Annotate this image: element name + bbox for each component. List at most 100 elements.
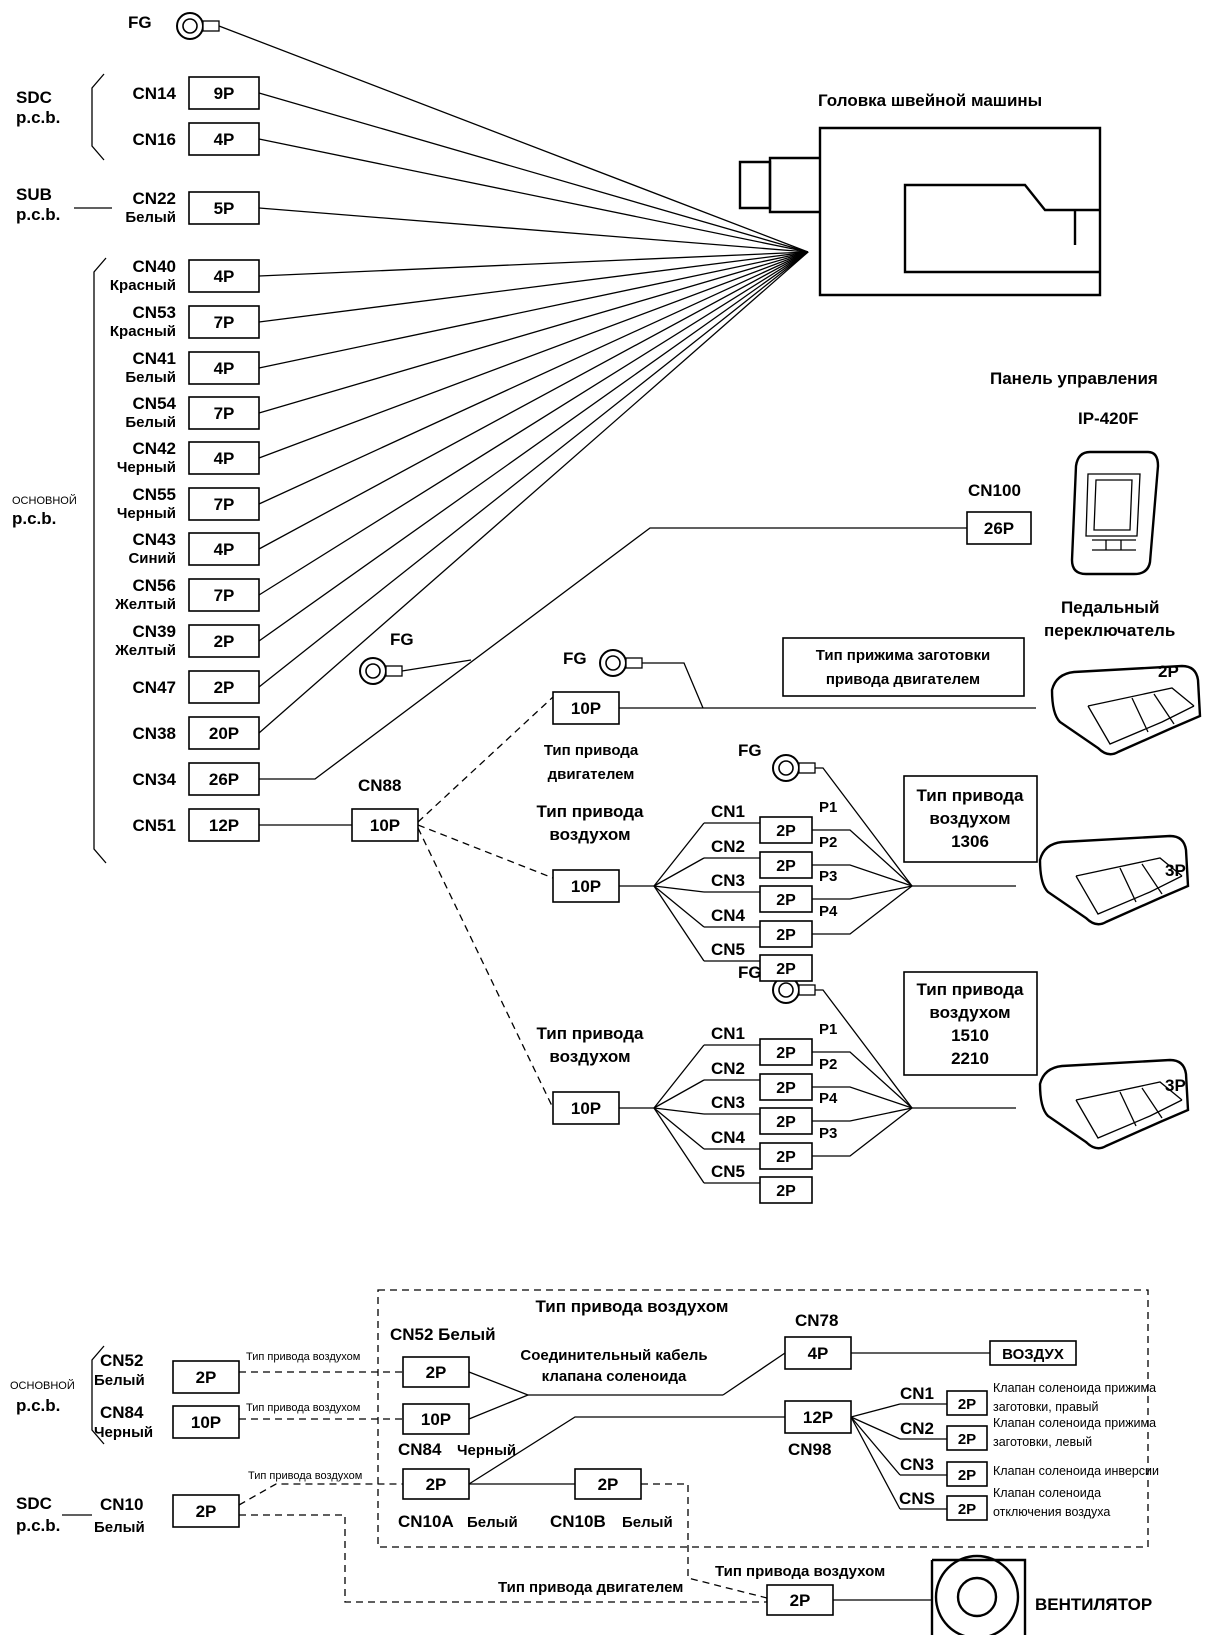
- ring-outer: [772, 754, 800, 782]
- sewing-head-motor: [768, 156, 820, 214]
- valve-connector-cns: 2P: [946, 1495, 988, 1521]
- wire-cn42: [258, 251, 809, 459]
- connector-id-cn53: CN53: [133, 303, 176, 322]
- air2-type-box: [903, 971, 1038, 1076]
- connector-box-frame: [552, 869, 620, 903]
- connector-color-cn40: Красный: [110, 277, 176, 294]
- connector-box-cn22: 5P: [188, 191, 260, 225]
- connector-pin-count: 10P: [370, 816, 400, 835]
- connector-pin-count: 2P: [958, 1467, 976, 1484]
- air1-branch-cn1: CN1: [711, 802, 745, 821]
- connector-box-frame: [188, 396, 260, 430]
- motor-fg-wire: [642, 662, 704, 709]
- panel-screen-inner: [1093, 479, 1133, 531]
- connector-box-air2-cn4: 2P: [759, 1142, 813, 1170]
- fan-icon: [934, 1554, 1020, 1635]
- connector-box-cn51: 12P: [188, 808, 260, 842]
- pedal-switch-2p-icon-split: [1131, 697, 1149, 733]
- connector-pin-count: 4P: [808, 1344, 829, 1363]
- connector-pin-count: 2P: [196, 1502, 217, 1521]
- fg-ring-terminal-icon: [599, 649, 643, 677]
- connector-box-frame: [188, 670, 260, 704]
- valve-connector-cn1: 2P: [946, 1390, 988, 1416]
- air2-branch-wire: [653, 1107, 705, 1150]
- air1-title: Тип привода: [537, 802, 644, 821]
- connector-box-frame: [946, 1495, 988, 1521]
- connector-pin-count: 7P: [214, 313, 235, 332]
- air1-branch-cn3: CN3: [711, 871, 745, 890]
- connector-box-cn39: 2P: [188, 624, 260, 658]
- bottom-main-pcb: ОСНОВНОЙ: [10, 1379, 75, 1392]
- dash-cn10-air: [238, 1483, 403, 1506]
- connector-pin-count: 2P: [196, 1368, 217, 1387]
- air2-branch-cn1: CN1: [711, 1024, 745, 1043]
- bottom-sdc-pcb: SDC: [16, 1494, 52, 1513]
- dash-to-air1: [417, 824, 554, 879]
- ring-inner: [778, 982, 794, 998]
- panel-body: [1070, 450, 1160, 576]
- air2-branch-wire: [653, 1044, 705, 1109]
- air2-branch-cn5: CN5: [711, 1162, 745, 1181]
- pedal-title: Педальный: [1061, 598, 1159, 617]
- connector-box-air1-cn2: 2P: [759, 851, 813, 879]
- panel-title: Панель управления: [990, 369, 1158, 388]
- connector-id-cn41: CN41: [133, 349, 176, 368]
- connector-box-air1-cn1: 2P: [759, 816, 813, 844]
- connector-box-motor: 10P: [552, 691, 620, 725]
- air2-type-text: Тип привода: [917, 980, 1024, 999]
- sub-pcb-label: SUB: [16, 185, 52, 204]
- sdc-bracket: [91, 73, 105, 161]
- air1-type-text: воздухом: [929, 809, 1010, 828]
- connector-id-cn14: CN14: [133, 84, 177, 103]
- connector-box-frame: [351, 808, 419, 842]
- air1-pin-p1: P1: [819, 799, 837, 816]
- air2-branch-cn4: CN4: [711, 1128, 746, 1147]
- connector-id-cn40: CN40: [133, 257, 176, 276]
- connector-box-frame: [188, 578, 260, 612]
- connector-box-cn47: 2P: [188, 670, 260, 704]
- fan-housing: [932, 1558, 1027, 1635]
- pedal-switch-3p-icon-split: [1141, 1087, 1163, 1119]
- connector-box-air2-cn1: 2P: [759, 1038, 813, 1066]
- pedal-switch-3p-icon-split: [1119, 1091, 1137, 1127]
- connector-pin-count: 2P: [958, 1431, 976, 1448]
- connector-box-air2-cn3: 2P: [759, 1107, 813, 1135]
- main-pcb-label: ОСНОВНОЙ: [12, 494, 77, 507]
- wire-cn53: [258, 251, 809, 323]
- pedal-switch-2p-icon-body: [1050, 664, 1202, 756]
- connector-pin-count: 2P: [776, 1045, 796, 1062]
- motor-clamp-type-text: Тип прижима заготовки: [816, 647, 990, 664]
- inner-cn10b-color: Белый: [622, 1514, 673, 1531]
- fg-ring-terminal-icon: [176, 12, 220, 40]
- air1-branch-wire: [653, 885, 705, 928]
- connector-box-frame: [759, 1142, 813, 1170]
- air1-fg-label: FG: [738, 741, 762, 760]
- connector-color-cn54: Белый: [125, 414, 176, 431]
- fan-connector: 2P: [766, 1584, 834, 1616]
- connector-pin-count: 2P: [776, 961, 796, 978]
- air1-type-text: Тип привода: [917, 786, 1024, 805]
- bottom-connector-cn84: 10P: [172, 1405, 240, 1439]
- pedal-title: переключатель: [1044, 621, 1175, 640]
- air1-branch-cn5: CN5: [711, 940, 745, 959]
- connector-pin-count: 4P: [214, 267, 235, 286]
- air1-p-wire: [812, 829, 913, 887]
- connector-box-cn14: 9P: [188, 76, 260, 110]
- air1-p-wire: [812, 885, 913, 900]
- fan-label: ВЕНТИЛЯТОР: [1035, 1595, 1152, 1614]
- main-bracket: [93, 257, 107, 864]
- bottom-cn52-color: Белый: [94, 1372, 145, 1389]
- connector-id-cn22: CN22: [133, 189, 176, 208]
- connector-box-cn78: 4P: [784, 1336, 852, 1370]
- connector-box-frame: [574, 1468, 642, 1500]
- sdc-pcb-label: SDC: [16, 88, 52, 107]
- air2-type-text: 1510: [951, 1026, 989, 1045]
- connector-box-frame: [966, 511, 1032, 545]
- air2-pedal-pins: 3P: [1165, 1076, 1186, 1095]
- connector-box-air1-cn3: 2P: [759, 885, 813, 913]
- connector-pin-count: 2P: [426, 1363, 447, 1382]
- cn88-label: CN88: [358, 776, 401, 795]
- ring-inner: [778, 760, 794, 776]
- valve-wire: [850, 1403, 901, 1418]
